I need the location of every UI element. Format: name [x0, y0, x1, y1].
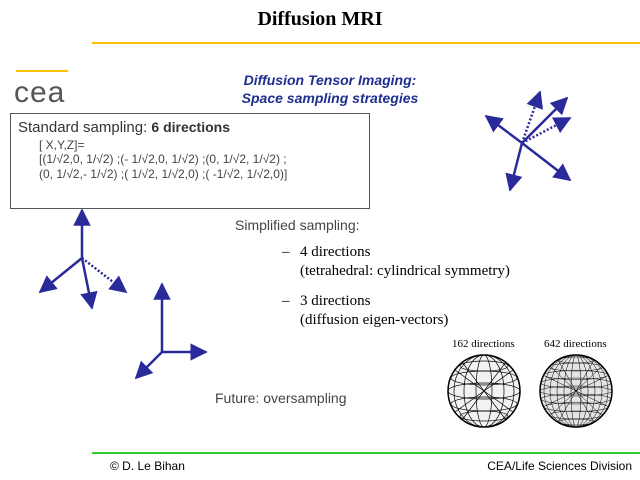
six-direction-arrows-diagram: [484, 90, 572, 192]
slide-title: Diffusion MRI: [257, 8, 383, 30]
three-directions-item: 3 directions (diffusion eigen-vectors): [300, 292, 448, 330]
standard-sampling-count: 6 directions: [151, 119, 231, 135]
footer-division: CEA/Life Sciences Division: [487, 459, 632, 473]
future-oversampling-text: Future: oversampling: [215, 390, 347, 406]
arrow-lower-left: [134, 351, 163, 380]
item-main-text: 3 directions: [300, 293, 371, 309]
arrow-dotted-right: [521, 116, 572, 145]
sphere-162-image: [447, 354, 521, 428]
footer-author: © D. Le Bihan: [110, 459, 185, 473]
arrow-dotted-right: [81, 257, 128, 294]
arrow-dotted-up: [520, 90, 544, 144]
arrow-upper-left: [484, 114, 523, 144]
arrow-down: [505, 142, 524, 192]
simplified-sampling-heading: Simplified sampling:: [235, 217, 360, 233]
standard-sampling-box: Standard sampling: 6 directions [ X,Y,Z]…: [10, 113, 370, 209]
bullet-dash: –: [282, 293, 290, 309]
four-directions-item: 4 directions (tetrahedral: cylindrical s…: [300, 243, 510, 281]
bullet-dash: –: [282, 244, 290, 260]
sphere-642-label: 642 directions: [544, 338, 607, 350]
sphere-642-image: [539, 354, 613, 428]
logo-rule: [16, 70, 68, 72]
subtitle-line-1: Diffusion Tensor Imaging:: [243, 72, 417, 88]
item-detail-text: (tetrahedral: cylindrical symmetry): [300, 263, 510, 279]
four-direction-arrows-diagram: [38, 208, 128, 310]
vector-list-line-2: (0, 1/√2,- 1/√2) ;( 1/√2, 1/√2,0) ;( -1/…: [39, 167, 288, 181]
standard-sampling-label: Standard sampling:: [18, 119, 148, 136]
footer-rule: [92, 452, 640, 454]
vector-header: [ X,Y,Z]=: [39, 138, 85, 152]
sphere-162-label: 162 directions: [452, 338, 515, 350]
arrow-lower-left: [38, 257, 83, 294]
vector-list-line-1: [(1/√2,0, 1/√2) ;(- 1/√2,0, 1/√2) ;(0, 1…: [39, 152, 287, 166]
slide-subtitle: Diffusion Tensor Imaging: Space sampling…: [200, 71, 460, 107]
item-detail-text: (diffusion eigen-vectors): [300, 312, 449, 328]
arrow-lower-right: [521, 142, 572, 182]
standard-sampling-heading: Standard sampling: 6 directions: [18, 119, 230, 136]
cea-logo: cea: [14, 76, 66, 109]
subtitle-line-2: Space sampling strategies: [241, 90, 419, 106]
title-rule: [92, 42, 640, 44]
item-main-text: 4 directions: [300, 244, 371, 260]
arrow-down-right: [80, 257, 98, 310]
three-direction-arrows-diagram: [134, 282, 208, 380]
arrow-up-right: [521, 96, 569, 144]
